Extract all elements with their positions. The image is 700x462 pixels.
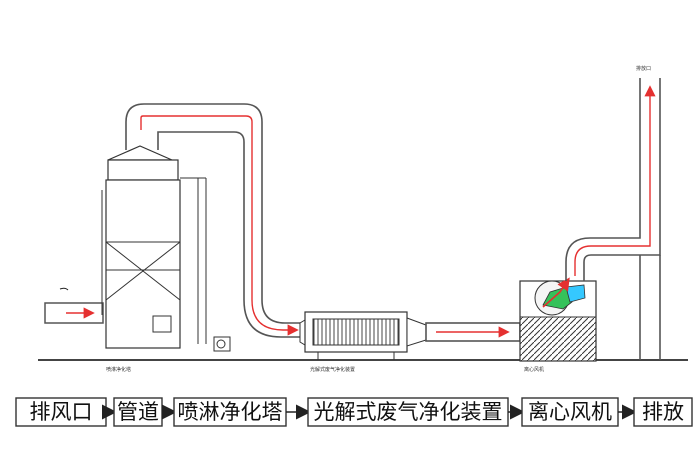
spray-tower: 喷淋净化塔: [101, 145, 231, 373]
flow-step-5: 离心风机: [521, 397, 619, 427]
chimney-caption: 排放口: [636, 65, 651, 72]
duct-tower-to-unit: [125, 103, 300, 338]
flow-step-6: 排放: [633, 397, 693, 427]
flow-step-5-label: 离心风机: [528, 400, 612, 424]
flow-step-3-label: 喷淋净化塔: [178, 400, 283, 424]
flow-step-1-label: 排风口: [30, 400, 93, 424]
flow-step-2-label: 管道: [117, 400, 159, 424]
flow-step-4: 光解式废气净化装置: [307, 397, 509, 427]
flow-step-6-label: 排放: [642, 400, 684, 424]
chimney-duct: 排放口: [565, 65, 661, 360]
inlet-duct: [44, 287, 104, 324]
flow-step-2: 管道: [113, 397, 163, 427]
flow-step-3: 喷淋净化塔: [173, 397, 287, 427]
tower-caption: 喷淋净化塔: [106, 366, 131, 373]
centrifugal-fan: 离心风机: [519, 277, 597, 373]
photolysis-caption: 光解式废气净化装置: [310, 366, 355, 373]
flow-step-1: 排风口: [15, 397, 107, 427]
photolysis-unit: 光解式废气净化装置: [299, 311, 427, 373]
fan-caption: 离心风机: [524, 366, 544, 373]
flow-step-4-label: 光解式废气净化装置: [314, 400, 503, 424]
duct-unit-to-fan: [425, 322, 521, 342]
